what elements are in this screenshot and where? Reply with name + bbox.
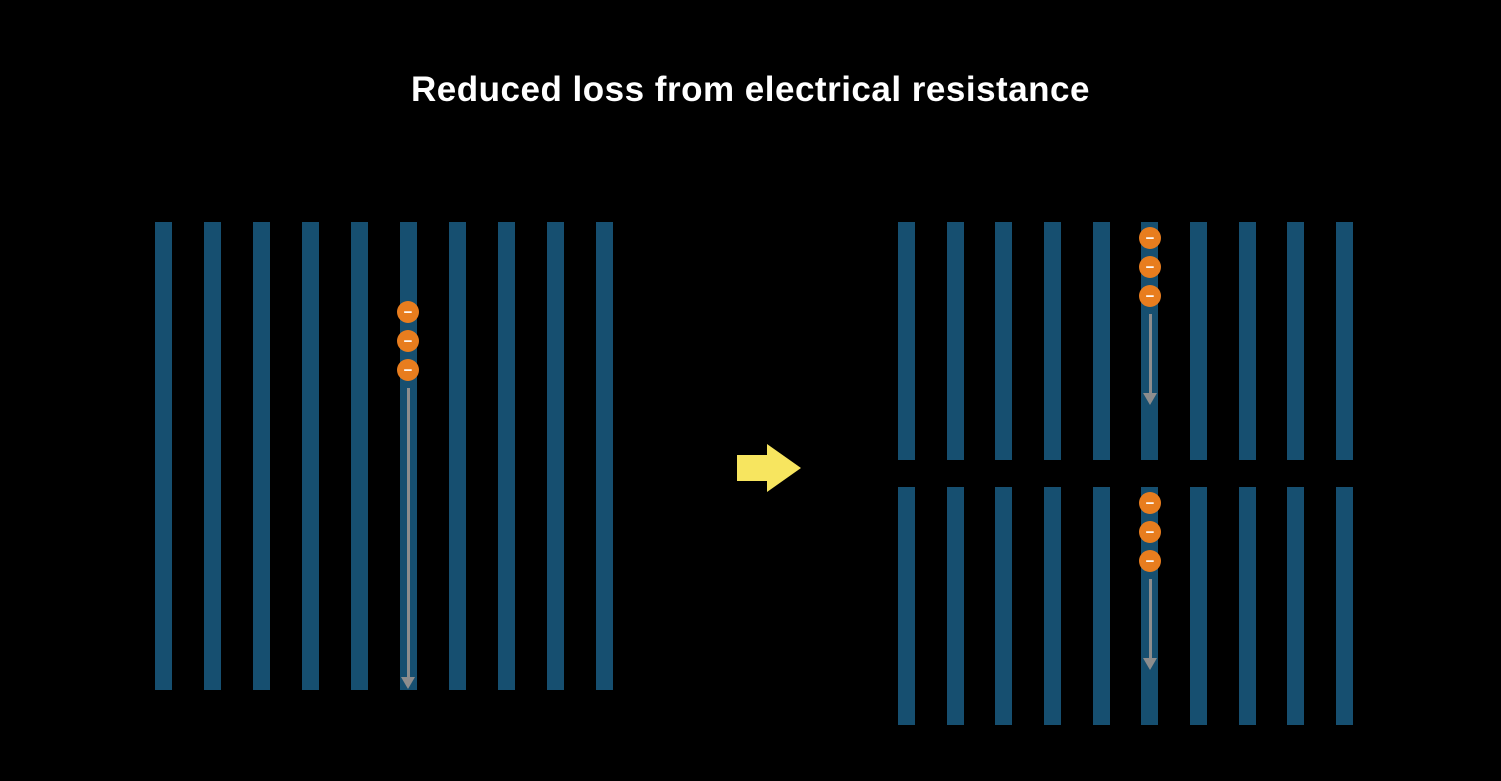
- cell-finger-bar: [946, 222, 964, 460]
- electron-flow-arrow-head: [401, 677, 415, 689]
- cell-finger-bar: [1189, 487, 1207, 725]
- cell-finger-bar: [1238, 487, 1256, 725]
- cell-finger-bar: [302, 222, 319, 690]
- cell-finger-bar: [547, 222, 564, 690]
- electron-icon: −: [1139, 550, 1161, 572]
- cell-finger-bar: [204, 222, 221, 690]
- cell-bars: [155, 222, 613, 690]
- electron-flow-arrow-icon: [1143, 314, 1157, 405]
- half-cell-bottom-panel: − − −: [898, 487, 1353, 725]
- full-cell-panel: − − −: [155, 222, 613, 690]
- cell-finger-bar: [596, 222, 613, 690]
- cell-finger-bar: [1287, 487, 1305, 725]
- cell-finger-bar: [1043, 222, 1061, 460]
- electron-icon: −: [1139, 521, 1161, 543]
- electron-flow-arrow-icon: [1143, 579, 1157, 670]
- cell-bars: [898, 222, 1353, 460]
- cell-finger-bar: [946, 487, 964, 725]
- electron-icon: −: [1139, 492, 1161, 514]
- cell-finger-bar: [253, 222, 270, 690]
- cell-finger-bar: [995, 487, 1013, 725]
- cell-finger-bar: [1189, 222, 1207, 460]
- transform-arrow-shaft: [737, 455, 767, 481]
- electron-icon: −: [397, 330, 419, 352]
- cell-finger-bar: [995, 222, 1013, 460]
- electron-flow-arrow-head: [1143, 658, 1157, 670]
- cell-bars: [898, 487, 1353, 725]
- half-cell-top-panel: − − −: [898, 222, 1353, 460]
- cell-finger-bar: [155, 222, 172, 690]
- cell-finger-bar: [1335, 487, 1353, 725]
- electron-flow: − − −: [397, 301, 419, 689]
- cell-finger-bar: [1043, 487, 1061, 725]
- cell-finger-bar: [1335, 222, 1353, 460]
- electron-icon: −: [1139, 285, 1161, 307]
- cell-finger-bar: [1287, 222, 1305, 460]
- electron-icon: −: [397, 359, 419, 381]
- cell-finger-bar: [898, 487, 915, 725]
- electron-flow-arrow-head: [1143, 393, 1157, 405]
- electron-icon: −: [1139, 256, 1161, 278]
- cell-finger-bar: [1092, 222, 1110, 460]
- cell-finger-bar: [449, 222, 466, 690]
- cell-finger-bar: [1092, 487, 1110, 725]
- electron-flow-arrow-icon: [401, 388, 415, 689]
- diagram-title: Reduced loss from electrical resistance: [411, 70, 1090, 109]
- electron-flow: − − −: [1139, 492, 1161, 670]
- electron-icon: −: [1139, 227, 1161, 249]
- cell-finger-bar: [898, 222, 915, 460]
- electron-icon: −: [397, 301, 419, 323]
- transform-arrow-icon: [737, 444, 801, 492]
- cell-finger-bar: [1238, 222, 1256, 460]
- cell-finger-bar: [351, 222, 368, 690]
- electron-flow: − − −: [1139, 227, 1161, 405]
- transform-arrow-head: [767, 444, 801, 492]
- cell-finger-bar: [498, 222, 515, 690]
